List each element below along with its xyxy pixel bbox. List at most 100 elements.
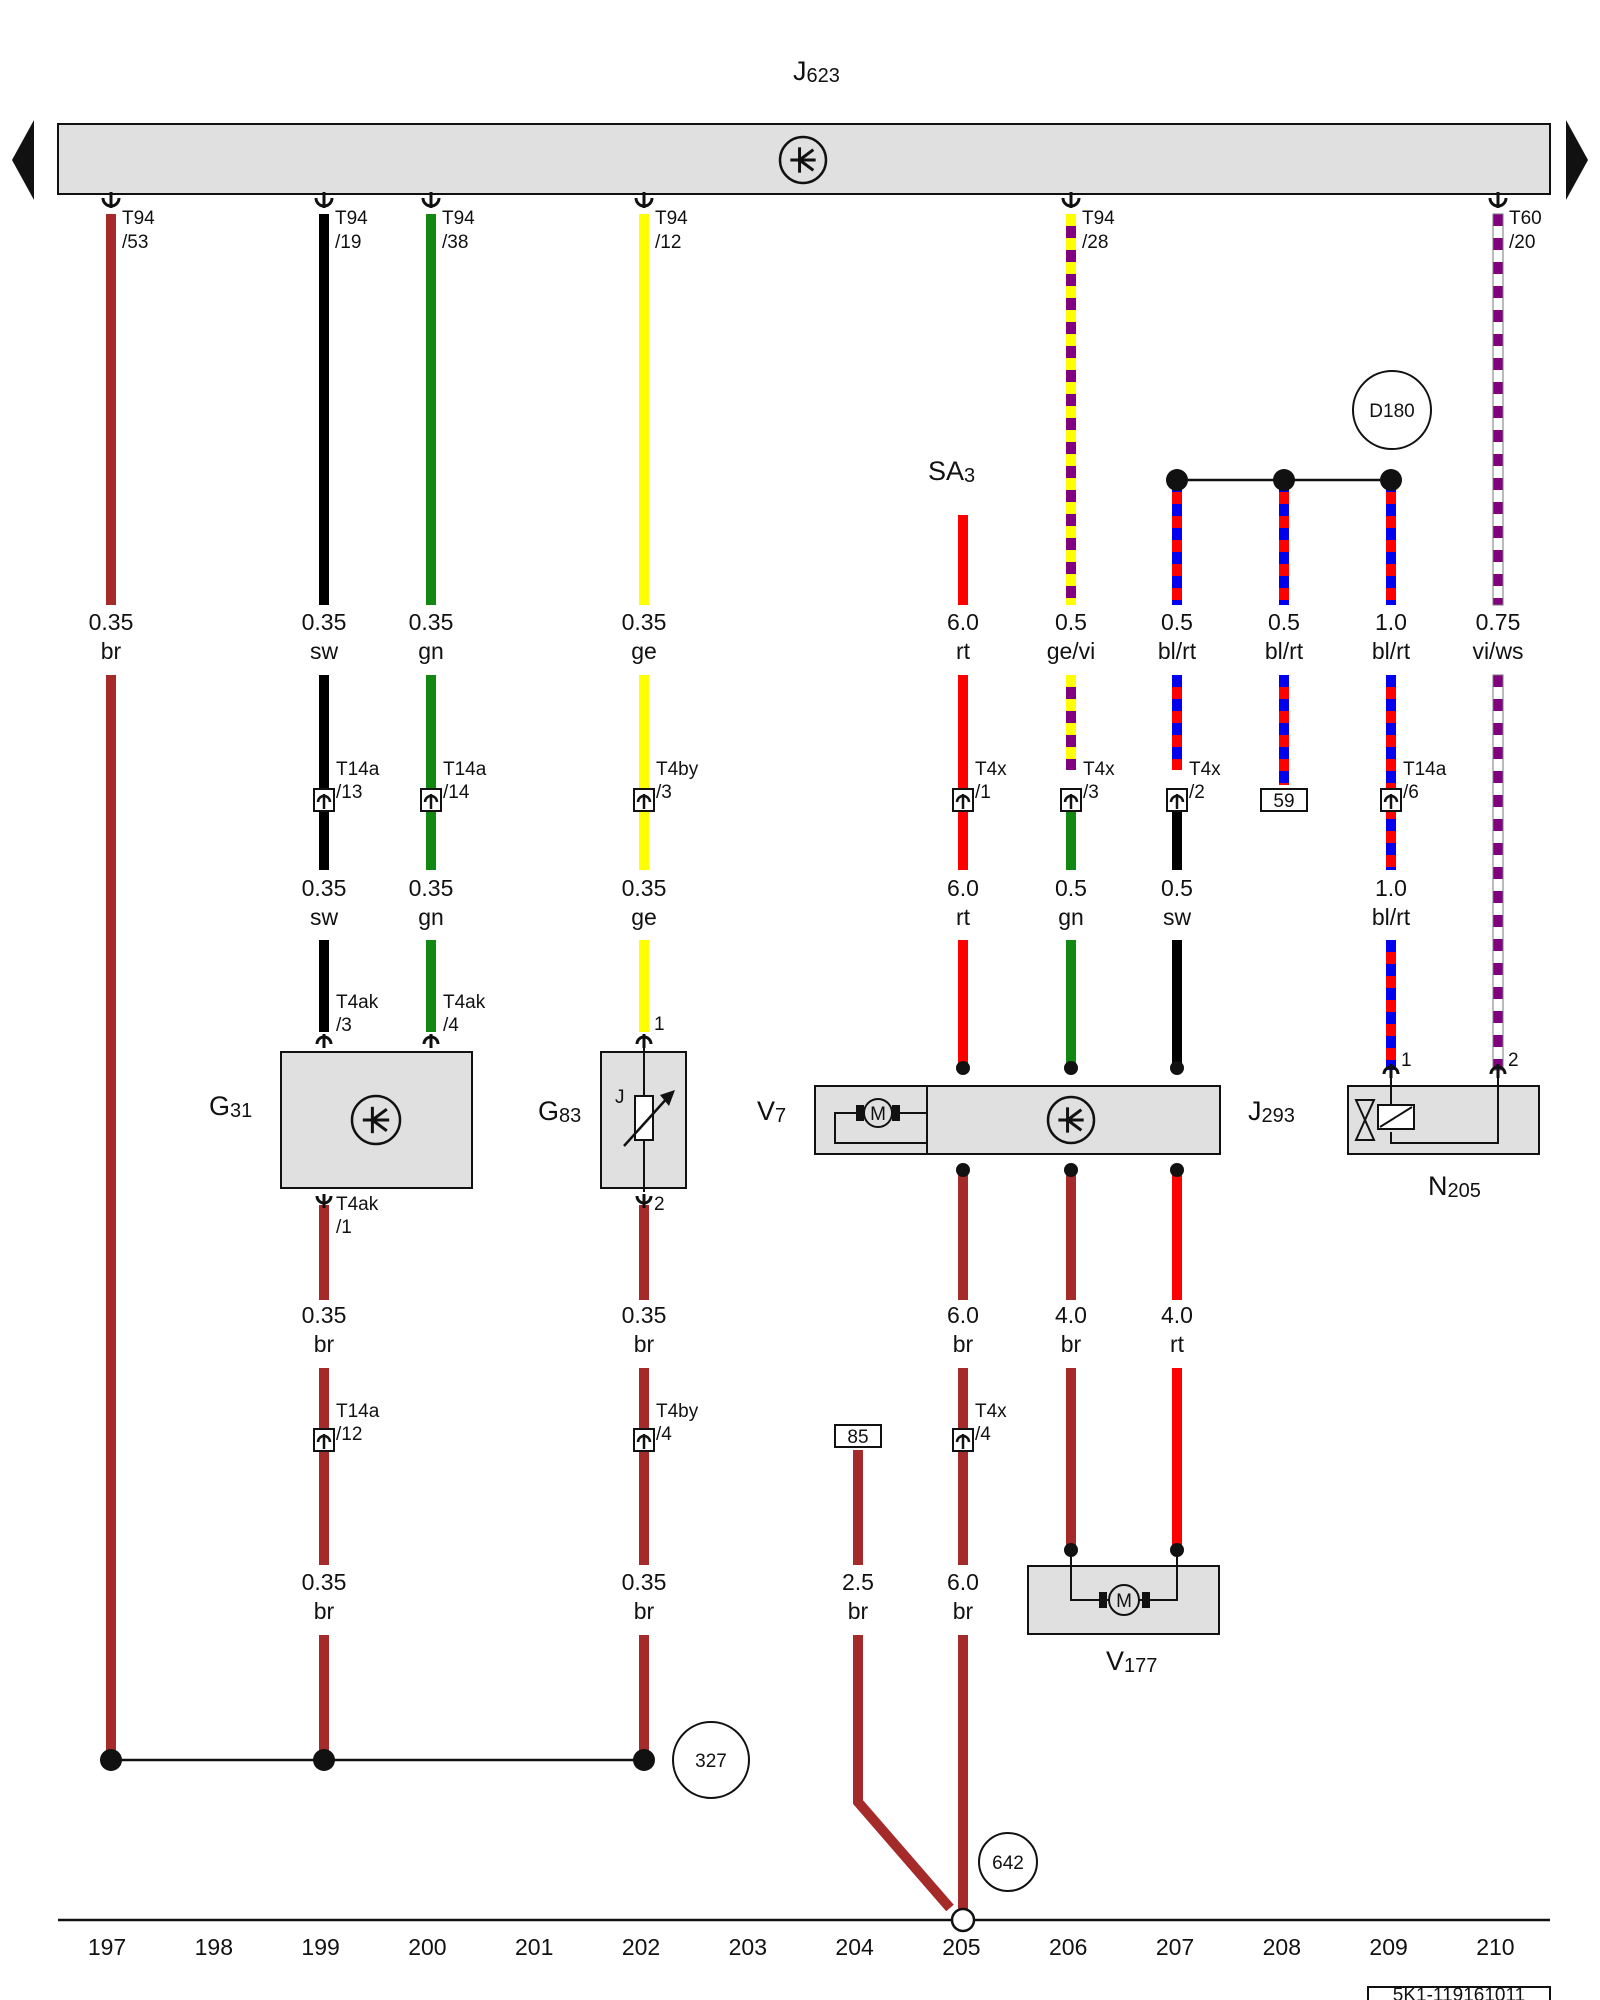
wire-color-1: sw (310, 638, 339, 664)
wire-204-to-205 (853, 1635, 954, 1912)
ground-327-node-0 (100, 1749, 122, 1771)
wire-207-b-stripe (1172, 711, 1182, 723)
wire-210-a-stripe (1493, 538, 1503, 550)
column-number-204: 204 (835, 1934, 874, 1960)
ecu-pin-4-conn: T94 (1082, 208, 1115, 229)
wire-210-b-stripe (1493, 759, 1503, 771)
wire-gauge-13: 6.0 (947, 875, 979, 901)
wire-209-b-stripe (1386, 759, 1396, 771)
v177-label: V177 (1106, 1646, 1157, 1677)
wire-gauge-2: 0.35 (409, 609, 454, 635)
wire-202-d (639, 1205, 649, 1300)
g83-label-letter: G (538, 1096, 559, 1126)
column-number-203: 203 (729, 1934, 767, 1960)
j293-bottom-node-2 (1170, 1163, 1184, 1177)
wire-210-a (1492, 213, 1504, 606)
wire-207-b-stripe (1172, 687, 1182, 699)
wire-206-a-base (1066, 214, 1076, 605)
v177-node-b (1170, 1543, 1184, 1557)
reference-circle-1 (672, 1721, 750, 1799)
wire-202-a (639, 214, 649, 605)
wire-210-b-stripe (1493, 927, 1503, 939)
wire-206-a-stripe (1066, 466, 1076, 478)
wire-209-b (1386, 675, 1396, 870)
ecu-left-arrow (12, 120, 34, 200)
j293-top-node-0 (956, 1061, 970, 1075)
wire-206-a-stripe (1066, 586, 1076, 598)
wire-gauge-11: 0.35 (409, 875, 454, 901)
ecu-pin-5-conn: T60 (1509, 208, 1542, 229)
sa3-label: SA3 (928, 456, 975, 487)
wire-209-a-stripe (1386, 492, 1396, 504)
column-number-206: 206 (1049, 1934, 1087, 1960)
connector-5-num: /2 (1189, 782, 1205, 803)
wire-200-c (426, 940, 436, 1032)
wire-210-a-stripe (1493, 346, 1503, 358)
wire-gauge-9: 0.75 (1476, 609, 1521, 635)
wire-209-c-stripe (1386, 1024, 1396, 1036)
column-number-199: 199 (301, 1934, 339, 1960)
d180-node-1 (1273, 469, 1295, 491)
v177-motor-letter: M (1116, 1591, 1132, 1612)
wire-205-d (958, 1170, 968, 1300)
wire-208-b-base (1279, 675, 1289, 785)
connector-7-conn: T4ak (336, 992, 379, 1013)
connector-14-conn: T14a (336, 1401, 380, 1422)
wire-207-a (1172, 480, 1182, 605)
wire-200-b (426, 675, 436, 870)
wire-gauge-24: 2.5 (842, 1569, 874, 1595)
wire-209-b-stripe (1386, 687, 1396, 699)
connector-6-num: /6 (1403, 782, 1419, 803)
ecu-pin-1-conn: T94 (335, 208, 368, 229)
wire-209-a (1386, 480, 1396, 605)
wire-199-e (319, 1368, 329, 1565)
j293-logic-icon-ring (1046, 1095, 1096, 1145)
wire-gauge-15: 0.5 (1161, 875, 1193, 901)
ground-327-node-2 (633, 1749, 655, 1771)
wire-209-c-stripe (1386, 976, 1396, 988)
wire-204-a (853, 1450, 863, 1565)
j293-label-letter: J (1248, 1096, 1262, 1126)
wire-208-a-stripe (1279, 564, 1289, 576)
wire-color-17: br (314, 1331, 335, 1357)
wire-210-a-stripe (1493, 490, 1503, 502)
wire-gauge-25: 6.0 (947, 1569, 979, 1595)
wire-207-b-stripe (1172, 759, 1182, 770)
labels-layer: T94/53T94/19T94/38T94/12T94/28T60/20J623… (88, 56, 1542, 2000)
n205-valve-icon (1354, 1099, 1376, 1141)
wire-210-b-stripe (1493, 807, 1503, 819)
wire-210-a-stripe (1493, 442, 1503, 454)
wire-gauge-12: 0.35 (622, 875, 667, 901)
connector-10-conn: T4ak (336, 1194, 379, 1215)
j293-label: J293 (1248, 1096, 1295, 1127)
wire-gauge-19: 6.0 (947, 1302, 979, 1328)
g83-label: G83 (538, 1096, 581, 1127)
wire-210-b-stripe (1493, 951, 1503, 963)
wire-209-a-stripe (1386, 540, 1396, 552)
wire-color-3: ge (631, 638, 657, 664)
wire-210-a-stripe (1493, 226, 1503, 238)
wire-199-d (319, 1205, 329, 1300)
wire-color-18: br (634, 1331, 655, 1357)
g83-inner-label: J (615, 1087, 625, 1108)
wire-gauge-0: 0.35 (89, 609, 134, 635)
ecu-right-arrow (1566, 120, 1588, 200)
reference-circle-0 (1352, 370, 1432, 450)
connector-4-num: /3 (1083, 782, 1099, 803)
wire-gauge-23: 0.35 (622, 1569, 667, 1595)
v177-brush-a (1099, 1592, 1107, 1608)
g83-arrow-line (623, 1095, 670, 1147)
connector-9-num: 1 (654, 1014, 665, 1035)
column-number-201: 201 (515, 1934, 553, 1960)
wire-207-a-stripe (1172, 540, 1182, 552)
g31-label-letter: G (209, 1091, 230, 1121)
wire-206-d (1066, 940, 1076, 1068)
wire-210-b-stripe (1493, 903, 1503, 915)
ecu-pin-4-num: /28 (1082, 232, 1108, 253)
wire-color-11: gn (418, 904, 444, 930)
v177-label-number: 177 (1124, 1655, 1157, 1677)
terminal-box-0 (1260, 788, 1308, 812)
wire-color-13: rt (956, 904, 971, 930)
wire-208-a-stripe (1279, 516, 1289, 528)
wire-gauge-4: 6.0 (947, 609, 979, 635)
